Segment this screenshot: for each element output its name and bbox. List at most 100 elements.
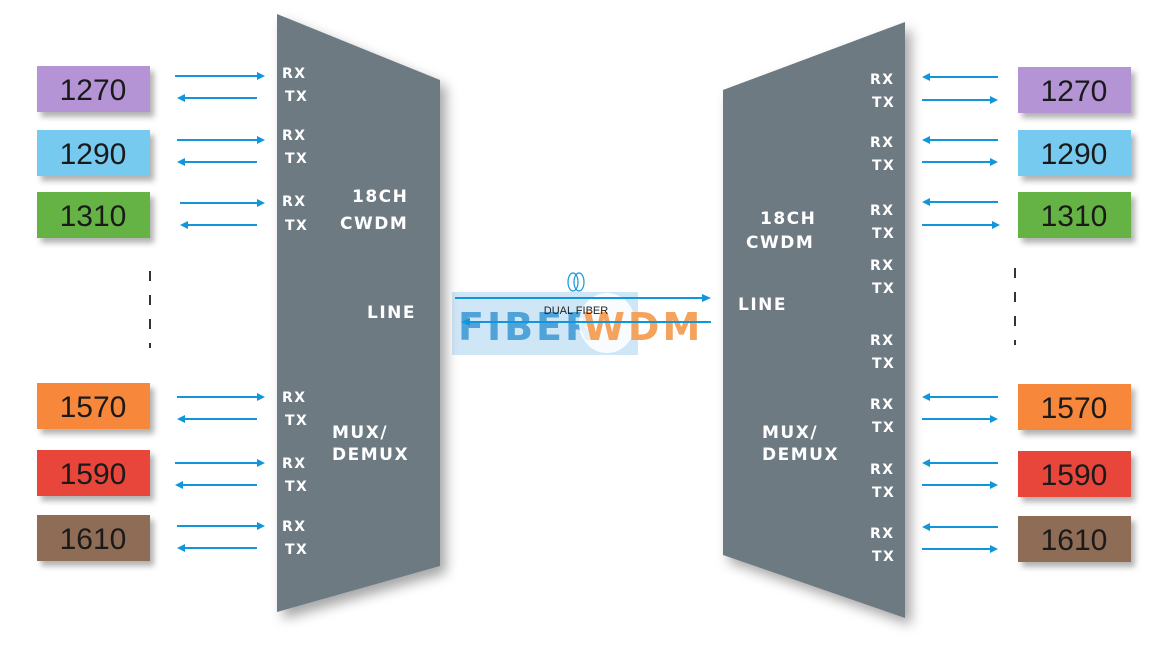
arrowhead-right bbox=[990, 96, 998, 104]
left-port-2-tx: TX bbox=[285, 151, 308, 167]
left-port-5-tx: TX bbox=[285, 479, 308, 495]
dual-fiber-link: DUAL FIBER bbox=[455, 272, 711, 326]
left-port-6-rx: RX bbox=[282, 519, 307, 535]
wavelength-box bbox=[1018, 451, 1131, 497]
wavelength-box bbox=[37, 515, 150, 561]
arrowhead-right bbox=[257, 459, 265, 467]
arrowhead-left bbox=[175, 481, 183, 489]
fiber-label: DUAL FIBER bbox=[544, 305, 608, 317]
arrowhead-right bbox=[990, 415, 998, 423]
left-mux-title-line1: 18CH bbox=[352, 187, 408, 207]
arrowhead-right bbox=[990, 545, 998, 553]
right-port-1-tx: TX bbox=[872, 95, 895, 111]
right-wavelength-1270: 1270 bbox=[1018, 67, 1131, 113]
fiberwdm-logo: FIBER WDM bbox=[452, 292, 703, 355]
wavelength-label: 1270 bbox=[60, 74, 127, 107]
right-port-5-tx: TX bbox=[872, 356, 895, 372]
left-port-6-tx: TX bbox=[285, 542, 308, 558]
wavelength-box bbox=[37, 66, 150, 112]
right-port-2-rx: RX bbox=[870, 135, 895, 151]
right-port-3-tx: TX bbox=[872, 226, 895, 242]
left-wavelength-1610: 1610 bbox=[37, 515, 150, 561]
arrowhead-right bbox=[702, 294, 711, 302]
left-port-2-rx: RX bbox=[282, 128, 307, 144]
left-port-4-tx: TX bbox=[285, 413, 308, 429]
left-port-3-rx: RX bbox=[282, 194, 307, 210]
arrowhead-right bbox=[990, 481, 998, 489]
arrowhead-left bbox=[922, 523, 930, 531]
arrowhead-left bbox=[177, 415, 185, 423]
right-port-6-tx: TX bbox=[872, 420, 895, 436]
wavelength-box bbox=[37, 130, 150, 176]
wavelength-label: 1270 bbox=[1041, 75, 1108, 108]
right-port-8-rx: RX bbox=[870, 526, 895, 542]
wavelength-label: 1290 bbox=[1041, 138, 1108, 171]
arrowhead-right bbox=[990, 158, 998, 166]
right-port-8-tx: TX bbox=[872, 549, 895, 565]
left-mux-function-line1: MUX/ bbox=[332, 423, 388, 443]
arrowhead-left bbox=[922, 73, 930, 81]
left-mux-function-line2: DEMUX bbox=[332, 445, 409, 465]
wavelength-label: 1310 bbox=[60, 200, 127, 233]
arrowhead-left bbox=[922, 459, 930, 467]
left-port-1-tx: TX bbox=[285, 89, 308, 105]
arrowhead-left bbox=[461, 318, 470, 326]
right-mux-title-line2: CWDM bbox=[746, 233, 814, 253]
arrowhead-right bbox=[257, 393, 265, 401]
arrowhead-left bbox=[922, 393, 930, 401]
left-port-1-rx: RX bbox=[282, 66, 307, 82]
arrowhead-left bbox=[922, 136, 930, 144]
right-port-1-rx: RX bbox=[870, 72, 895, 88]
left-port-5-rx: RX bbox=[282, 456, 307, 472]
right-mux-function-line1: MUX/ bbox=[762, 423, 818, 443]
wavelength-label: 1610 bbox=[1041, 524, 1108, 557]
wavelength-box bbox=[1018, 192, 1131, 238]
arrowhead-right bbox=[992, 221, 1000, 229]
wavelength-box bbox=[1018, 130, 1131, 176]
right-port-6-rx: RX bbox=[870, 397, 895, 413]
left-mux-body bbox=[277, 14, 440, 612]
left-wavelength-1570: 1570 bbox=[37, 383, 150, 429]
logo-text-fiber: FIBER bbox=[458, 305, 597, 349]
wavelength-box bbox=[1018, 384, 1131, 430]
wavelength-label: 1590 bbox=[60, 458, 127, 491]
right-port-7-rx: RX bbox=[870, 462, 895, 478]
arrowhead-left bbox=[922, 198, 930, 206]
right-mux-title-line1: 18CH bbox=[760, 209, 816, 229]
right-port-3-rx: RX bbox=[870, 203, 895, 219]
arrowhead-right bbox=[257, 136, 265, 144]
wavelength-label: 1610 bbox=[60, 523, 127, 556]
arrowhead-left bbox=[177, 94, 185, 102]
right-mux-body bbox=[723, 22, 905, 618]
left-mux-title-line2: CWDM bbox=[340, 214, 408, 234]
wavelength-label: 1290 bbox=[60, 138, 127, 171]
wavelength-box bbox=[1018, 516, 1131, 562]
arrowhead-left bbox=[177, 158, 185, 166]
wavelength-box bbox=[37, 192, 150, 238]
right-mux-line-label: LINE bbox=[738, 295, 787, 315]
right-port-2-tx: TX bbox=[872, 158, 895, 174]
wavelength-label: 1590 bbox=[1041, 459, 1108, 492]
right-port-4-tx: TX bbox=[872, 281, 895, 297]
arrowhead-right bbox=[257, 72, 265, 80]
right-port-7-tx: TX bbox=[872, 485, 895, 501]
arrowhead-left bbox=[177, 544, 185, 552]
left-wavelength-1290: 1290 bbox=[37, 130, 150, 176]
right-mux-function-line2: DEMUX bbox=[762, 445, 839, 465]
wavelength-box bbox=[37, 383, 150, 429]
left-port-3-tx: TX bbox=[285, 218, 308, 234]
logo-text-wdm: WDM bbox=[583, 305, 703, 349]
left-mux-line-label: LINE bbox=[367, 303, 416, 323]
left-wavelength-1270: 1270 bbox=[37, 66, 150, 112]
right-wavelength-1310: 1310 bbox=[1018, 192, 1131, 238]
wavelength-label: 1570 bbox=[1041, 392, 1108, 425]
wavelength-label: 1570 bbox=[60, 391, 127, 424]
left-port-4-rx: RX bbox=[282, 390, 307, 406]
left-arrows bbox=[175, 72, 265, 552]
right-wavelength-1570: 1570 bbox=[1018, 384, 1131, 430]
wavelength-box bbox=[1018, 67, 1131, 113]
fiber-coil-icon bbox=[567, 272, 585, 292]
wavelength-label: 1310 bbox=[1041, 200, 1108, 233]
left-wavelength-1590: 1590 bbox=[37, 450, 150, 496]
arrowhead-right bbox=[257, 522, 265, 530]
